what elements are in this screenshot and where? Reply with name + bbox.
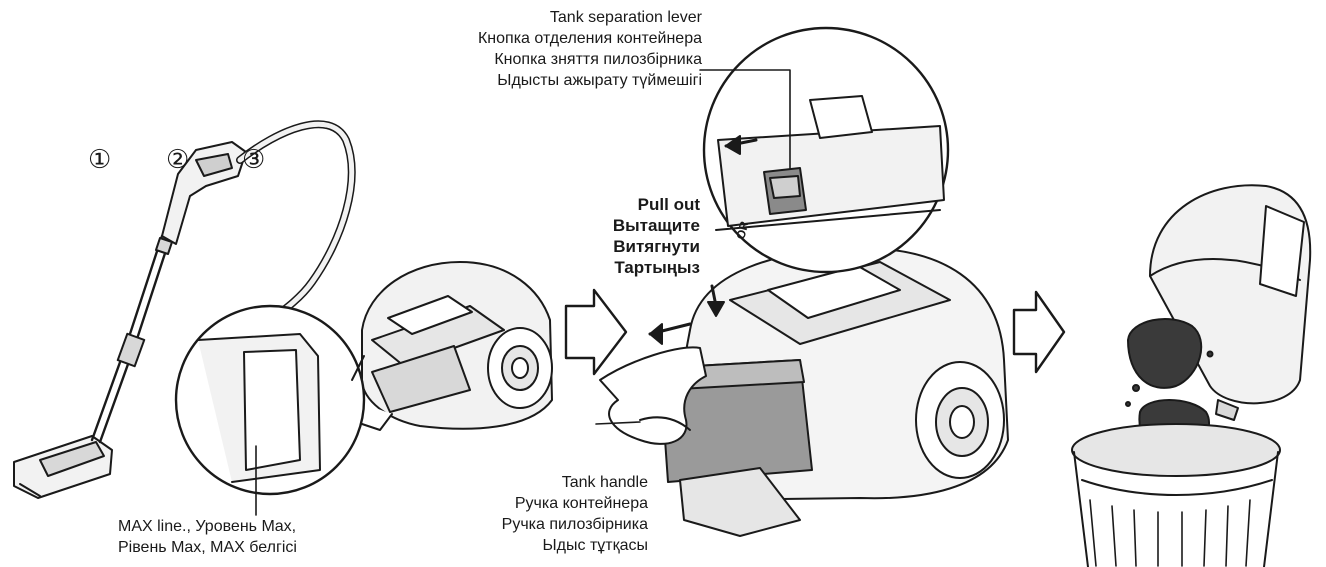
next-step-arrow-2 [1012, 290, 1066, 374]
pull-out-label-ru: Вытащите [612, 216, 700, 235]
tank-lever-label-ru: Кнопка отделения контейнера [477, 30, 702, 47]
tank-handle-label: Tank handle Ручка контейнера Ручка пилоз… [400, 472, 648, 556]
tank-handle-label-en: Tank handle [561, 474, 648, 491]
next-step-arrow-1 [564, 288, 628, 376]
step-number-3: ③ [242, 145, 266, 175]
max-line-label-line2: Рівень Max, MAX белгісі [118, 539, 297, 556]
pull-out-label-kk: Тартыңыз [614, 258, 700, 277]
tank-removal-drawing [595, 26, 1009, 537]
tank-handle-label-kk: Ыдыс тұтқасы [542, 537, 649, 554]
pull-out-label-uk: Витягнути [613, 237, 700, 256]
tank-handle-label-uk: Ручка пилозбірника [501, 516, 648, 533]
tank-lever-label: Tank separation lever Кнопка отделения к… [346, 7, 702, 91]
lever-mark-text: OR [733, 219, 751, 240]
pull-out-label: Pull out Вытащите Витягнути Тартыңыз [520, 194, 700, 278]
step-number-1: ① [88, 145, 112, 175]
tank-lever-label-kk: Ыдысты ажырату түймешігі [497, 72, 702, 89]
vacuum-assembled-drawing [13, 120, 553, 516]
max-line-label: MAX line., Уровень Max, Рівень Max, MAX … [118, 516, 348, 558]
pull-out-label-en: Pull out [637, 195, 700, 214]
tank-handle-label-ru: Ручка контейнера [514, 495, 648, 512]
tank-lever-label-en: Tank separation lever [549, 9, 702, 26]
max-line-label-line1: MAX line., Уровень Max, [118, 518, 297, 535]
tank-emptying-drawing [1071, 184, 1312, 567]
step-number-2: ② [166, 145, 190, 175]
tank-lever-label-uk: Кнопка зняття пилозбірника [494, 51, 702, 68]
